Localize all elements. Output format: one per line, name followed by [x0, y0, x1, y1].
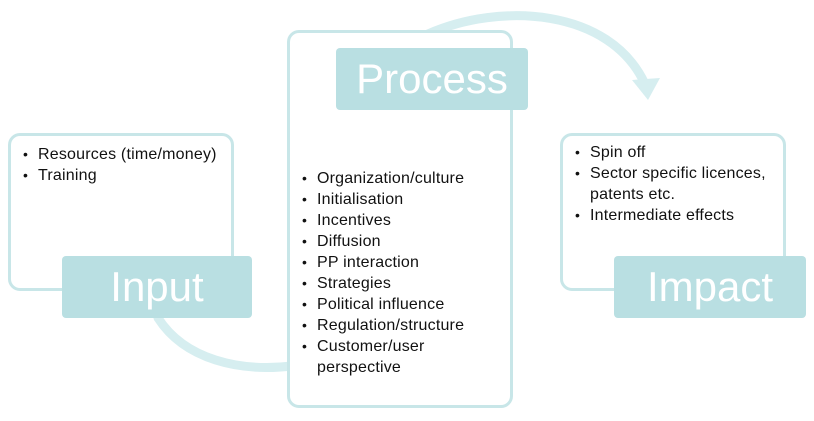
process-item: Diffusion: [300, 231, 506, 252]
process-list: Organization/culture Initialisation Ince…: [300, 168, 506, 378]
impact-item: Intermediate effects: [573, 205, 779, 226]
process-item: Incentives: [300, 210, 506, 231]
process-item: Regulation/structure: [300, 315, 506, 336]
impact-item: Sector specific licences, patents etc.: [573, 163, 779, 205]
process-item: PP interaction: [300, 252, 506, 273]
process-label: Process: [336, 48, 528, 110]
process-to-impact-arrow: [423, 11, 650, 89]
input-to-process-arrow: [153, 313, 297, 372]
process-item: Customer/user perspective: [300, 336, 506, 378]
impact-label: Impact: [614, 256, 806, 318]
process-to-impact-arrowhead: [632, 78, 660, 100]
input-item: Resources (time/money): [21, 144, 225, 165]
process-item: Initialisation: [300, 189, 506, 210]
impact-list: Spin off Sector specific licences, paten…: [573, 142, 779, 226]
process-item: Organization/culture: [300, 168, 506, 189]
input-item: Training: [21, 165, 225, 186]
impact-item: Spin off: [573, 142, 779, 163]
input-list: Resources (time/money) Training: [21, 144, 225, 186]
input-label: Input: [62, 256, 252, 318]
process-item: Political influence: [300, 294, 506, 315]
process-item: Strategies: [300, 273, 506, 294]
